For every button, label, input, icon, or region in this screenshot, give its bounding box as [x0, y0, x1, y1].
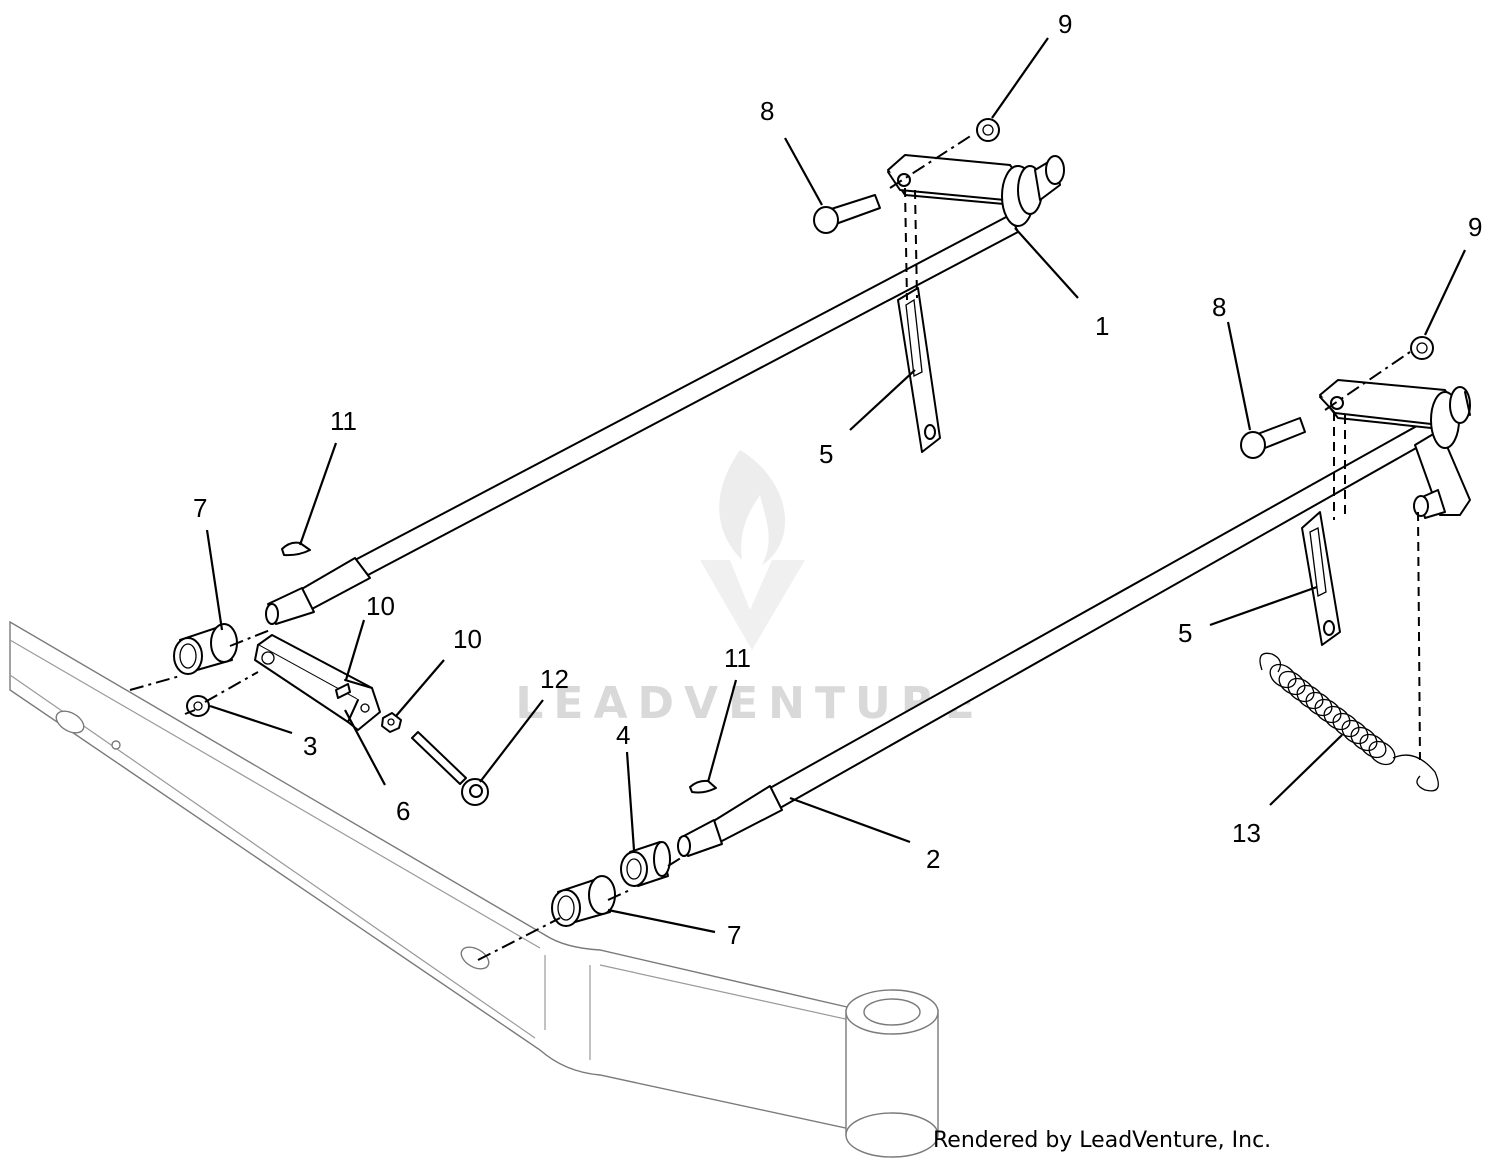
callout-9-lower: 9	[1468, 212, 1482, 242]
lift-rod-upper	[265, 154, 1065, 625]
locknut-upper	[976, 118, 1000, 142]
spring	[1259, 652, 1439, 792]
callout-10-left: 10	[366, 591, 395, 621]
callout-11-lower: 11	[724, 643, 751, 673]
callout-11-upper: 11	[330, 406, 357, 436]
leader-lines	[205, 37, 1466, 934]
hairpin-lower	[689, 779, 717, 794]
callout-8-lower: 8	[1212, 292, 1226, 322]
callout-6: 6	[396, 796, 410, 826]
callout-7-right: 7	[727, 920, 741, 950]
assembly-lines	[129, 134, 1421, 961]
eye-bolt	[411, 731, 489, 806]
hairpin-upper	[281, 541, 311, 557]
callout-1: 1	[1095, 311, 1109, 341]
callout-2: 2	[926, 844, 940, 874]
callout-4: 4	[616, 720, 630, 750]
callout-12: 12	[540, 664, 569, 694]
frame-rail	[9, 620, 939, 1158]
callout-10-right: 10	[453, 624, 482, 654]
callout-9-upper: 9	[1058, 9, 1072, 39]
callout-7-left: 7	[193, 493, 207, 523]
callout-8-upper: 8	[760, 96, 774, 126]
callout-labels: 1 2 3 4 5 5 6 7 7 8 8 9 9 10 10 11 11 12…	[193, 9, 1482, 950]
callout-5-upper: 5	[819, 439, 833, 469]
link-lower	[1301, 511, 1341, 646]
callout-3: 3	[303, 731, 317, 761]
nut-small	[381, 712, 402, 733]
render-credit: Rendered by LeadVenture, Inc.	[933, 1128, 1272, 1153]
lift-rod-lower	[677, 379, 1471, 857]
watermark-logo	[700, 450, 805, 650]
bushing-left	[173, 623, 238, 675]
locknut-lower	[1410, 336, 1434, 360]
link-upper	[897, 287, 941, 453]
callout-5-lower: 5	[1178, 618, 1192, 648]
callout-13: 13	[1232, 818, 1261, 848]
bushing-right	[551, 875, 616, 927]
washer	[186, 695, 210, 717]
bracket	[254, 634, 381, 731]
clevis-pin-lower	[1240, 417, 1306, 459]
spacer	[620, 841, 671, 887]
clevis-pin-upper	[813, 194, 881, 234]
